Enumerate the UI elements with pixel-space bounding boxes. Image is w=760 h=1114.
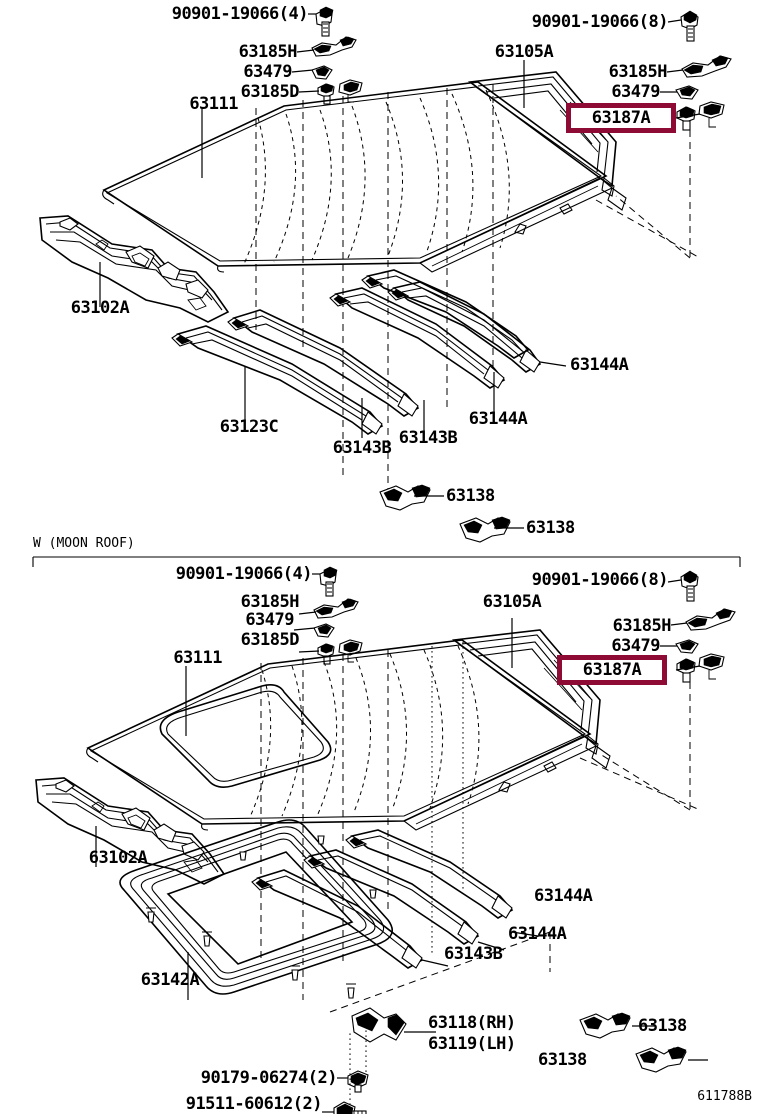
label-p2-91511: 91511-60612(2)	[185, 1094, 323, 1114]
label-p2-63138-a: 63138	[638, 1016, 687, 1036]
label-p1-63187a: 63187A	[591, 107, 651, 128]
bolt-icon-p1-right	[680, 10, 699, 42]
label-p2-63142a: 63142A	[140, 970, 200, 990]
clip-icon-p2-h-right	[685, 608, 736, 631]
label-p2-63479-left: 63479	[245, 610, 294, 630]
label-p1-63138-b: 63138	[526, 518, 575, 538]
part-63144a-r-p2	[345, 829, 514, 919]
label-p2-63119-lh: 63119(LH)	[428, 1034, 516, 1054]
nut-icon-p2	[347, 1070, 369, 1093]
label-p1-63143b-a: 63143B	[332, 438, 392, 458]
label-p1-90901-8: 90901-19066(8)	[531, 12, 669, 32]
label-p2-63111: 63111	[173, 648, 222, 668]
label-p1-63138-a: 63138	[446, 486, 495, 506]
part-63138-b-p2	[635, 1046, 687, 1073]
label-p1-63185h-right: 63185H	[608, 62, 668, 82]
sheet-code: 611788B	[697, 1089, 752, 1104]
label-p2-63185d: 63185D	[240, 630, 300, 650]
clip-icon-p1-h-left	[311, 36, 357, 57]
label-p2-63185h-right: 63185H	[612, 616, 672, 636]
label-p2-63118-rh: 63118(RH)	[428, 1013, 516, 1033]
clip-icon-p1-d	[317, 79, 363, 105]
highlight-box-p2-63187a: 63187A	[557, 655, 667, 685]
label-p2-63102a: 63102A	[88, 848, 148, 868]
label-p1-63144a-mid: 63144A	[468, 409, 528, 429]
label-p1-63185d: 63185D	[240, 82, 300, 102]
panel2-artwork	[35, 566, 736, 1114]
section-divider-bracket	[32, 556, 741, 567]
label-p1-63111: 63111	[189, 94, 238, 114]
part-63143b-a-p1	[227, 309, 420, 417]
clip-icon-p2-d	[317, 639, 363, 665]
grommet-icon-p1-right	[675, 85, 699, 100]
part-63138-a-p2	[579, 1012, 631, 1039]
part-63102a-p1	[39, 215, 230, 323]
part-63143b-b-p1	[329, 287, 506, 389]
part-63143b-p2	[251, 869, 424, 969]
label-p2-63144a-mid: 63144A	[508, 924, 567, 944]
bolt-icon-p2-right	[680, 570, 699, 602]
part-63144a-m-p2	[303, 849, 480, 945]
part-63138-b-p1	[459, 516, 511, 543]
label-p2-90179: 90179-06274(2)	[200, 1068, 338, 1088]
bolt-icon-p2-left	[319, 566, 338, 597]
bolt-icon-p1-left	[315, 6, 334, 37]
clip-icon-p2-63187a	[676, 653, 725, 683]
clip-icon-p2-h-left	[313, 598, 359, 619]
highlight-box-p1-63187a: 63187A	[566, 103, 676, 133]
label-p1-63144a-right: 63144A	[570, 355, 629, 375]
section-label-moon-roof: W (MOON ROOF)	[33, 536, 135, 551]
label-p1-63143b-b: 63143B	[398, 428, 458, 448]
label-p2-63144a-right: 63144A	[534, 886, 593, 906]
label-p2-63143b: 63143B	[444, 944, 503, 964]
label-p1-63102a: 63102A	[70, 298, 130, 318]
label-p1-63479-right: 63479	[611, 82, 660, 102]
label-p2-63185h-left: 63185H	[240, 592, 300, 612]
part-63138-a-p1	[379, 484, 431, 511]
label-p2-90901-8: 90901-19066(8)	[531, 570, 669, 590]
part-63142a-p2	[119, 819, 394, 999]
grommet-icon-p2-right	[675, 639, 699, 654]
label-p1-90901-4: 90901-19066(4)	[171, 4, 309, 24]
clip-icon-p1-h-right	[681, 55, 732, 78]
label-p1-63105a: 63105A	[494, 42, 554, 62]
label-p2-90901-4: 90901-19066(4)	[175, 564, 313, 584]
part-63118-bracket-p2	[351, 1007, 407, 1043]
label-p2-63105a: 63105A	[482, 592, 542, 612]
part-63102a-p2	[35, 777, 226, 885]
clip-icon-p1-63187a	[676, 101, 725, 131]
part-63123c-p1	[171, 325, 384, 435]
label-p2-63479-right: 63479	[611, 636, 660, 656]
label-p1-63479-left: 63479	[243, 62, 292, 82]
label-p1-63123c: 63123C	[219, 417, 279, 437]
part-63144a-r-p1	[361, 269, 530, 359]
label-p2-63138-b: 63138	[538, 1050, 587, 1070]
panel1-artwork	[39, 6, 732, 543]
label-p1-63185h-left: 63185H	[238, 42, 298, 62]
label-p2-63187a: 63187A	[582, 659, 642, 680]
grommet-icon-p2-left	[313, 623, 335, 638]
grommet-icon-p1-left	[311, 65, 333, 80]
